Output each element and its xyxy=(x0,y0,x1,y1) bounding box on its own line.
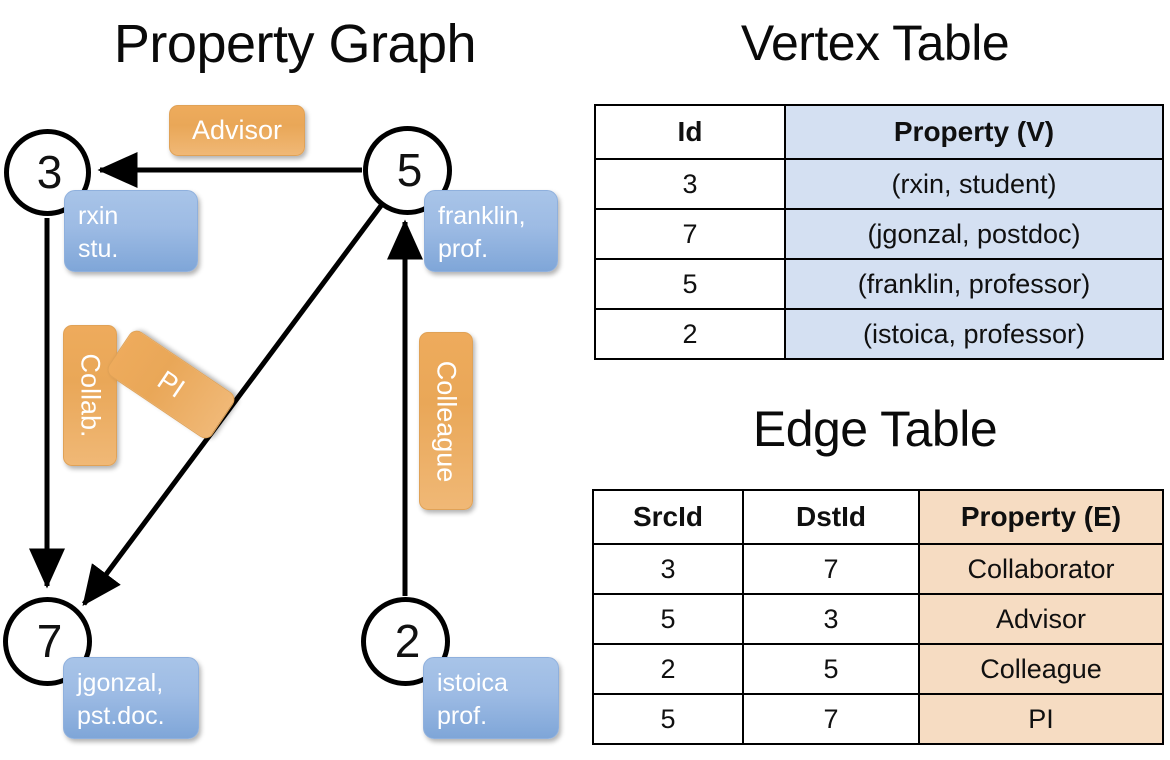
vertex-cell-id: 5 xyxy=(594,258,786,310)
vertex-cell-property: (istoica, professor) xyxy=(784,308,1164,360)
edge-table: SrcId DstId Property (E) 3 7 Collaborato… xyxy=(592,489,1164,745)
vertex-property-line-1: franklin, xyxy=(438,202,526,230)
vertex-cell-property: (jgonzal, postdoc) xyxy=(784,208,1164,260)
table-row[interactable]: 7 (jgonzal, postdoc) xyxy=(594,208,1164,260)
vertex-cell-id: 3 xyxy=(594,158,786,210)
edge-cell-property: Colleague xyxy=(918,643,1164,695)
vertex-property-line-2: pst.doc. xyxy=(77,702,165,730)
property-graph-diagram: 3 5 7 2 rxin stu. franklin, prof. jgonza… xyxy=(3,105,559,739)
table-header-row: Id Property (V) xyxy=(594,104,1164,160)
graph-node-2-label: 2 xyxy=(394,614,421,667)
edge-property-label: Colleague xyxy=(431,360,462,482)
table-header-row: SrcId DstId Property (E) xyxy=(592,489,1164,545)
graph-node-3-label: 3 xyxy=(36,145,63,198)
table-row[interactable]: 2 5 Colleague xyxy=(592,643,1164,695)
graph-node-5-label: 5 xyxy=(396,143,423,196)
edge-cell-srcid: 2 xyxy=(592,643,744,695)
graph-node-2[interactable]: 2 xyxy=(361,597,450,686)
edge-cell-property: Advisor xyxy=(918,593,1164,645)
edge-cell-srcid: 3 xyxy=(592,543,744,595)
vertex-property-callout-istoica: istoica prof. xyxy=(423,657,559,739)
vertex-property-line-2: stu. xyxy=(78,235,119,263)
edge-cell-srcid: 5 xyxy=(592,593,744,645)
vertex-cell-property: (rxin, student) xyxy=(784,158,1164,210)
vertex-property-line-2: prof. xyxy=(438,235,489,263)
vertex-cell-property: (franklin, professor) xyxy=(784,258,1164,310)
vertex-property-line-2: prof. xyxy=(437,702,488,730)
vertex-property-line-1: jgonzal, xyxy=(77,669,164,697)
table-row[interactable]: 5 7 PI xyxy=(592,693,1164,745)
edge-property-label: PI xyxy=(152,364,191,404)
vertex-property-callout-rxin: rxin stu. xyxy=(64,190,198,272)
edge-cell-property: PI xyxy=(918,693,1164,745)
page-title-property-graph: Property Graph xyxy=(113,14,477,74)
table-row[interactable]: 3 (rxin, student) xyxy=(594,158,1164,210)
page-title-vertex-table: Vertex Table xyxy=(740,15,1010,71)
edge-property-callout-advisor: Advisor xyxy=(169,105,305,156)
vertex-property-callout-franklin: franklin, prof. xyxy=(424,190,558,272)
edge-property-label: Collab. xyxy=(75,353,106,438)
edge-col-header-property: Property (E) xyxy=(918,489,1164,545)
graph-node-7-label: 7 xyxy=(36,614,63,667)
table-row[interactable]: 5 3 Advisor xyxy=(592,593,1164,645)
edge-cell-srcid: 5 xyxy=(592,693,744,745)
table-row[interactable]: 3 7 Collaborator xyxy=(592,543,1164,595)
edge-col-header-dstid: DstId xyxy=(742,489,920,545)
vertex-property-line-1: rxin xyxy=(78,202,119,230)
edge-cell-dstid: 5 xyxy=(742,643,920,695)
edge-cell-property: Collaborator xyxy=(918,543,1164,595)
edge-property-callout-colleague: Colleague xyxy=(419,332,473,510)
edge-cell-dstid: 3 xyxy=(742,593,920,645)
vertex-property-callout-jgonzal: jgonzal, pst.doc. xyxy=(63,657,199,739)
vertex-col-header-id: Id xyxy=(594,104,786,160)
vertex-cell-id: 2 xyxy=(594,308,786,360)
vertex-table: Id Property (V) 3 (rxin, student) 7 (jgo… xyxy=(594,104,1164,360)
edge-property-label: Advisor xyxy=(191,115,283,145)
vertex-col-header-property: Property (V) xyxy=(784,104,1164,160)
edge-property-callout-collab: Collab. xyxy=(63,325,117,466)
table-row[interactable]: 5 (franklin, professor) xyxy=(594,258,1164,310)
table-row[interactable]: 2 (istoica, professor) xyxy=(594,308,1164,360)
page-title-edge-table: Edge Table xyxy=(752,401,998,457)
edge-cell-dstid: 7 xyxy=(742,543,920,595)
graph-node-5[interactable]: 5 xyxy=(363,126,452,215)
vertex-cell-id: 7 xyxy=(594,208,786,260)
vertex-property-line-1: istoica xyxy=(437,669,508,697)
edge-col-header-srcid: SrcId xyxy=(592,489,744,545)
edge-cell-dstid: 7 xyxy=(742,693,920,745)
